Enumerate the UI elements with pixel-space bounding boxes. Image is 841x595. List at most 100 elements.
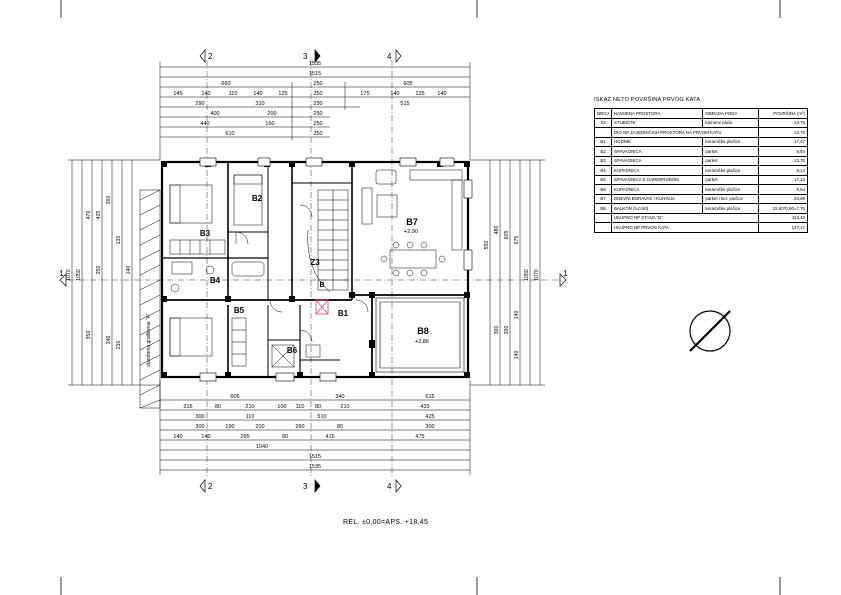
- axis-label-4-top: 4: [387, 52, 392, 61]
- neighbour-building-hatch: [139, 189, 161, 409]
- svg-text:675: 675: [514, 236, 520, 245]
- table-header-cell: BROJ: [594, 108, 612, 119]
- svg-text:260: 260: [106, 196, 112, 205]
- furniture: [169, 169, 463, 368]
- svg-text:615: 615: [425, 394, 434, 400]
- entrance-marker: [315, 299, 329, 315]
- svg-text:340: 340: [335, 394, 344, 400]
- right-dimension-lines: [470, 159, 545, 386]
- svg-text:+2,90: +2,90: [404, 229, 418, 235]
- axis-label-1-right: 1: [563, 269, 568, 278]
- room-label-b: B: [319, 282, 324, 289]
- svg-text:215: 215: [183, 404, 192, 410]
- svg-text:480: 480: [494, 226, 500, 235]
- svg-text:250: 250: [313, 111, 322, 117]
- svg-text:210: 210: [245, 404, 254, 410]
- svg-text:200: 200: [267, 111, 276, 117]
- svg-text:1535: 1535: [309, 464, 321, 470]
- svg-text:210: 210: [340, 404, 349, 410]
- svg-text:140: 140: [514, 351, 520, 360]
- axis-label-4-bottom: 4: [387, 482, 392, 491]
- svg-text:140: 140: [201, 91, 210, 97]
- svg-text:250: 250: [313, 121, 322, 127]
- svg-text:240: 240: [106, 336, 112, 345]
- left-dimension-texts: 1070 1050 470 350 425 250 260 240 130 23…: [66, 196, 132, 350]
- level-labels: +2,90 +2,86: [404, 229, 429, 345]
- svg-text:140: 140: [514, 311, 520, 320]
- bottom-dimension-lines: [159, 380, 471, 475]
- svg-text:175: 175: [360, 91, 369, 97]
- room-label-b8: B8: [417, 326, 429, 336]
- room-label-b1: B1: [338, 309, 349, 318]
- axis-label-2-bottom: 2: [208, 482, 213, 491]
- svg-text:350: 350: [86, 331, 92, 340]
- svg-text:1050: 1050: [76, 269, 82, 281]
- svg-text:515: 515: [400, 101, 409, 107]
- svg-text:140: 140: [201, 434, 210, 440]
- room-label-b7: B7: [406, 217, 418, 227]
- svg-text:140: 140: [390, 91, 399, 97]
- svg-text:310: 310: [255, 101, 264, 107]
- table-row: DIO NP ZAJEDNIČKIH PROSTORA NA PRVOM KAT…: [594, 127, 808, 138]
- svg-text:110: 110: [246, 414, 255, 420]
- svg-text:660: 660: [221, 81, 230, 87]
- svg-text:605: 605: [504, 231, 510, 240]
- axis-label-3-top: 3: [303, 52, 308, 61]
- svg-text:80: 80: [215, 404, 221, 410]
- axis-lines: [68, 60, 558, 478]
- left-dimension-lines: [68, 159, 160, 386]
- svg-text:1515: 1515: [309, 71, 321, 77]
- svg-text:100: 100: [277, 404, 286, 410]
- room-labels: B3 B2 B4 B5 B6 B1 Z3 B B7 B8: [200, 194, 429, 355]
- top-dimension-lines: [159, 62, 471, 160]
- room-label-z3: Z3: [310, 258, 320, 267]
- svg-text:80: 80: [315, 404, 321, 410]
- svg-text:300: 300: [195, 424, 204, 430]
- balcony-railing: [375, 297, 465, 373]
- svg-text:125: 125: [278, 91, 287, 97]
- room-label-b6: B6: [287, 346, 298, 355]
- svg-text:1515: 1515: [309, 454, 321, 460]
- bottom-dimension-texts: 605 340 615 215 80 210 100 110 80 210 43…: [173, 394, 434, 470]
- svg-text:550: 550: [484, 241, 490, 250]
- table-header-cell: NAMJENA PROSTORA: [610, 108, 704, 119]
- area-table-title: ISKAZ NETO POVRŠINA PRVOG KATA: [594, 97, 701, 103]
- svg-text:140: 140: [253, 91, 262, 97]
- table-header-cell: POVRŠINA (m²): [758, 108, 808, 119]
- table-header-cell: OBRADA PODA: [702, 108, 760, 119]
- svg-text:145: 145: [173, 91, 182, 97]
- neighbour-building-label: stambena građevina "A": [146, 313, 152, 367]
- svg-text:605: 605: [403, 81, 412, 87]
- svg-text:265: 265: [240, 434, 249, 440]
- svg-text:1535: 1535: [309, 61, 321, 67]
- axis-label-2-top: 2: [208, 52, 213, 61]
- svg-text:140: 140: [437, 91, 446, 97]
- svg-text:200: 200: [255, 424, 264, 430]
- svg-text:300: 300: [425, 424, 434, 430]
- north-arrow-icon: [689, 310, 731, 352]
- room-label-b5: B5: [234, 306, 245, 315]
- svg-text:300: 300: [504, 326, 510, 335]
- area-table-panel: ISKAZ NETO POVRŠINA PRVOG KATA BROJ NAMJ…: [594, 97, 808, 233]
- svg-text:+2,86: +2,86: [415, 339, 429, 345]
- svg-text:230: 230: [116, 341, 122, 350]
- svg-text:290: 290: [195, 101, 204, 107]
- svg-text:80: 80: [282, 434, 288, 440]
- windows: [199, 157, 473, 382]
- axis-label-1-left: 1: [59, 269, 64, 278]
- svg-text:260: 260: [295, 424, 304, 430]
- structural-columns: [161, 161, 470, 378]
- svg-text:475: 475: [415, 434, 424, 440]
- room-label-b2: B2: [252, 194, 263, 203]
- svg-text:110: 110: [296, 404, 305, 410]
- sheet-frame: [60, 0, 781, 595]
- svg-text:190: 190: [225, 424, 234, 430]
